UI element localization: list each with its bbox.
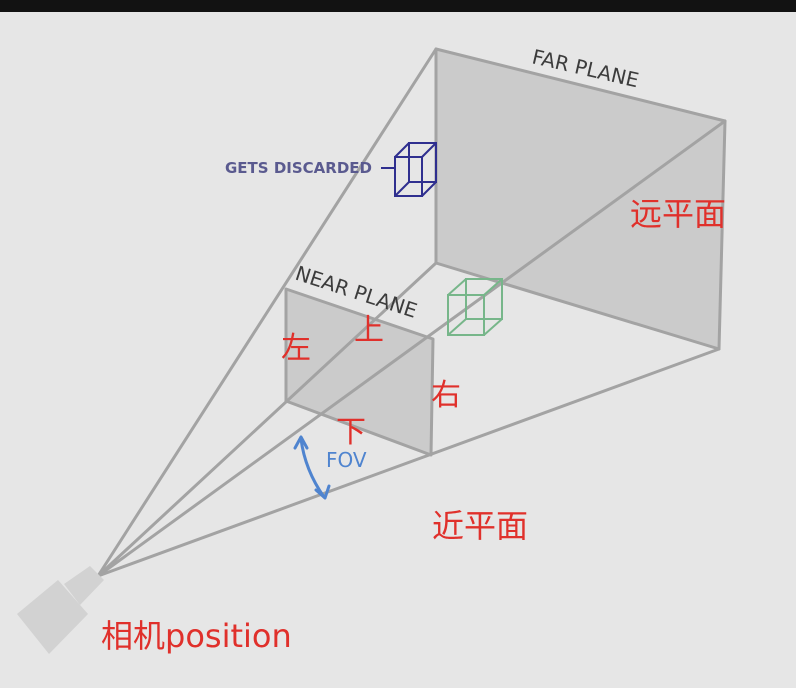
top-label: 上	[354, 313, 384, 348]
top-bar	[0, 0, 796, 12]
fov-label: FOV	[326, 448, 367, 472]
fov-arrow-head-bottom	[314, 484, 331, 500]
frustum-edge-top-right	[96, 119, 727, 578]
fov-arc	[299, 437, 326, 499]
frustum-edge-bottom-right	[96, 347, 721, 578]
camera-icon	[17, 566, 104, 654]
left-label: 左	[281, 331, 311, 366]
frustum-edge-top-left	[96, 47, 438, 578]
bottom-label: 下	[336, 415, 366, 450]
gets-discarded-label: GETS DISCARDED	[225, 159, 372, 177]
discarded-cube-icon	[394, 142, 437, 197]
right-label: 右	[431, 378, 461, 413]
camera-position-label: 相机position	[101, 617, 292, 655]
near-plane-cn-label: 近平面	[432, 507, 529, 545]
fov-arrow-head-top	[293, 435, 309, 450]
far-plane-cn-label: 远平面	[630, 195, 727, 233]
frustum-edge-bottom-left	[96, 261, 438, 578]
kept-cube-icon	[447, 278, 503, 336]
